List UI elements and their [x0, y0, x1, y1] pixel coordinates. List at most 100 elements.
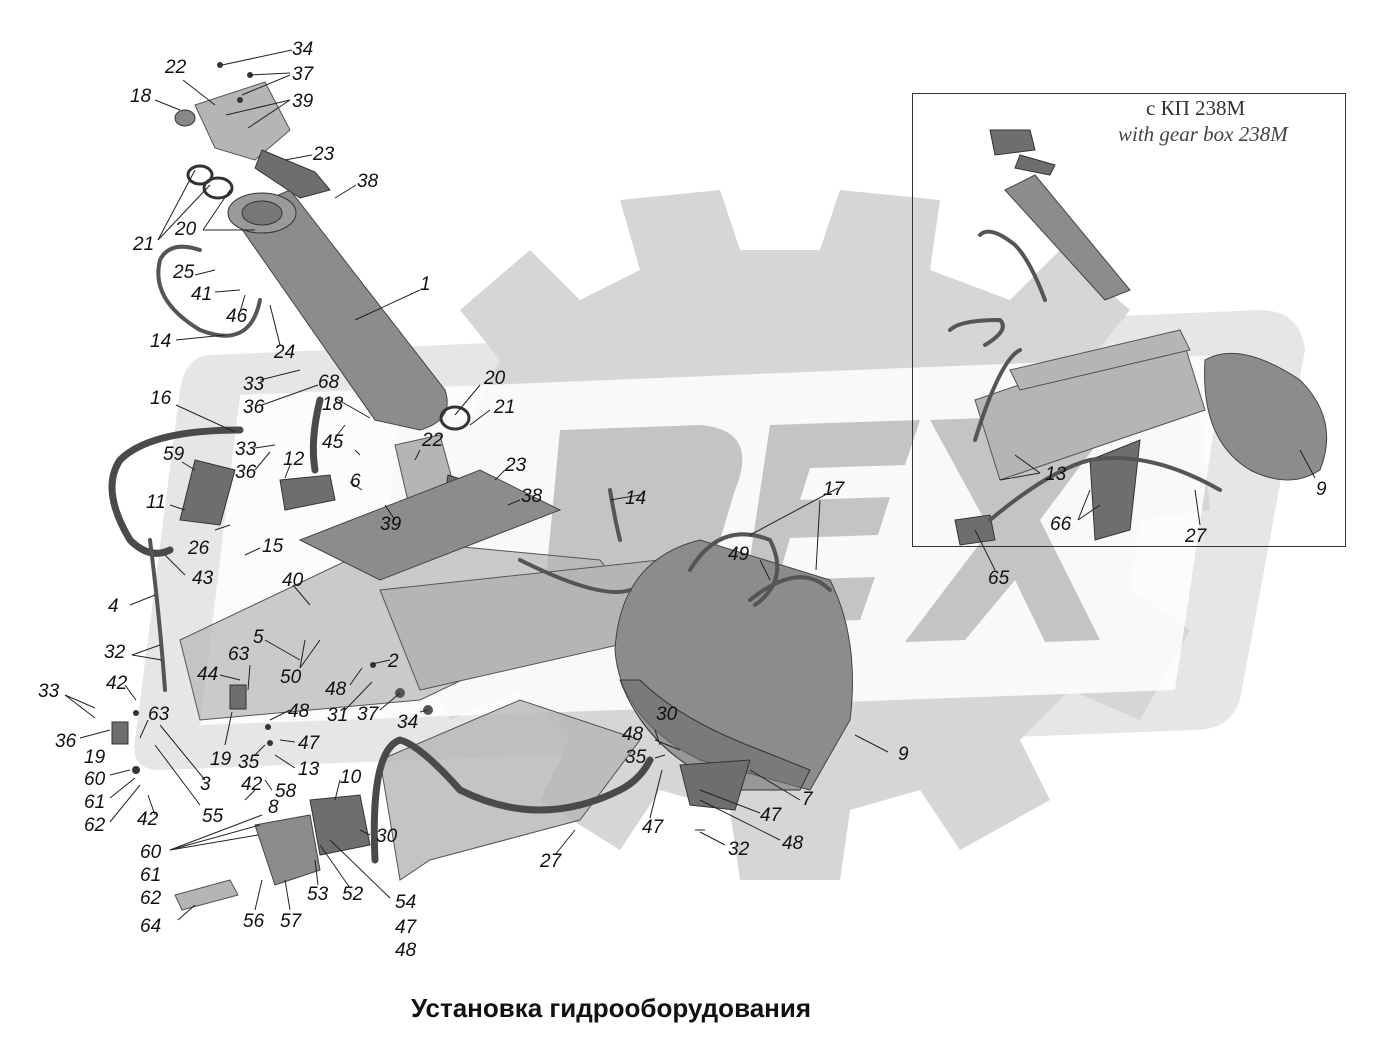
callout-label: 35 — [238, 752, 260, 773]
hydraulic-pump — [174, 794, 371, 911]
callout-label: 39 — [380, 514, 402, 535]
callout-label: 11 — [146, 492, 166, 513]
callout-label: 24 — [273, 342, 295, 363]
small-parts — [111, 62, 751, 831]
callout-label: 42 — [106, 673, 128, 694]
callout-label: 18 — [130, 86, 152, 107]
callout-label: 26 — [187, 538, 210, 559]
callout-label: 33 — [38, 681, 60, 702]
callout-label: 45 — [322, 432, 344, 453]
callout-label: 50 — [280, 667, 302, 688]
inset-title-en: with gear box 238M — [1118, 122, 1288, 146]
callout-label: 56 — [243, 911, 265, 932]
callout-label: 49 — [728, 544, 750, 565]
callout-label: 13 — [1045, 464, 1067, 485]
callout-label: 64 — [140, 916, 161, 937]
callout-label: 36 — [235, 462, 257, 483]
callout-label: 54 — [395, 892, 416, 913]
callout-label: 23 — [504, 455, 527, 476]
callout-label: 20 — [174, 219, 197, 240]
callout-label: 17 — [823, 479, 846, 500]
leader-lines — [64, 49, 1316, 921]
callout-label: 33 — [243, 374, 265, 395]
callout-label: 18 — [322, 394, 344, 415]
callout-label: 61 — [84, 792, 105, 813]
callout-label: 19 — [84, 747, 106, 768]
tank-straps — [688, 532, 832, 607]
callout-label: 9 — [1316, 479, 1327, 500]
callout-label: 9 — [898, 744, 909, 765]
inset-box — [912, 93, 1346, 547]
callout-label: 68 — [318, 372, 340, 393]
callout-numbers: 34 37 22 39 18 23 38 21 20 25 41 46 24 1… — [38, 39, 1327, 961]
callout-label: 37 — [292, 64, 315, 85]
callout-label: 14 — [625, 488, 646, 509]
callout-label: 65 — [988, 568, 1010, 589]
cylinder-top-mount — [174, 81, 331, 199]
callout-label: 46 — [226, 306, 248, 327]
callout-label: 55 — [202, 806, 224, 827]
chassis-frame — [179, 469, 661, 881]
callout-label: 20 — [483, 368, 506, 389]
callout-label: 32 — [728, 839, 750, 860]
callout-label: 2 — [387, 651, 399, 672]
callout-label: 52 — [342, 884, 364, 905]
callout-label: 36 — [243, 397, 265, 418]
callout-label: 48 — [288, 701, 310, 722]
callout-label: 47 — [395, 917, 418, 938]
callout-label: 5 — [253, 627, 264, 648]
callout-label: 7 — [802, 789, 814, 810]
callout-label: 40 — [282, 570, 304, 591]
diagram-caption: Установка гидрооборудования — [410, 993, 812, 1023]
callout-label: 62 — [84, 815, 106, 836]
callout-label: 8 — [268, 797, 279, 818]
callout-label: 22 — [421, 430, 444, 451]
callout-label: 30 — [376, 826, 398, 847]
callout-label: 1 — [420, 274, 431, 295]
callout-label: 47 — [642, 817, 665, 838]
callout-label: 23 — [312, 144, 335, 165]
callout-label: 44 — [197, 664, 218, 685]
callout-label: 10 — [340, 767, 362, 788]
callout-label: 35 — [625, 747, 647, 768]
inset-drawing — [948, 129, 1328, 546]
callout-label: 6 — [350, 471, 361, 492]
callout-label: 4 — [108, 596, 119, 617]
callout-label: 62 — [140, 888, 162, 909]
callout-label: 66 — [1050, 514, 1072, 535]
callout-label: 19 — [210, 749, 232, 770]
oil-tank — [614, 539, 853, 791]
callout-label: 47 — [760, 805, 783, 826]
inset-title-ru: с КП 238М — [1146, 96, 1246, 120]
callout-label: 53 — [307, 884, 329, 905]
callout-label: 16 — [150, 388, 172, 409]
callout-label: 48 — [622, 724, 644, 745]
callout-label: 57 — [280, 911, 303, 932]
callout-label: 34 — [397, 712, 418, 733]
callout-label: 32 — [104, 642, 126, 663]
callout-label: 37 — [357, 704, 380, 725]
callout-label: 63 — [228, 644, 250, 665]
callout-label: 14 — [150, 331, 171, 352]
callout-label: 15 — [262, 536, 284, 557]
hydraulic-cylinder — [186, 164, 448, 431]
callout-label: 25 — [172, 262, 195, 283]
callout-label: 33 — [235, 439, 257, 460]
callout-label: 48 — [395, 940, 417, 961]
hydraulic-hoses — [108, 244, 654, 864]
callout-label: 39 — [292, 91, 314, 112]
callout-label: 27 — [1184, 526, 1208, 547]
callout-label: 41 — [191, 284, 212, 305]
callout-label: 30 — [656, 704, 678, 725]
callout-label: 38 — [521, 486, 543, 507]
callout-label: 63 — [148, 704, 170, 725]
callout-label: 47 — [298, 733, 321, 754]
callout-label: 59 — [163, 444, 185, 465]
callout-label: 3 — [200, 774, 211, 795]
callout-label: 48 — [782, 833, 804, 854]
callout-label: 21 — [493, 397, 515, 418]
callout-label: 42 — [137, 809, 159, 830]
callout-label: 61 — [140, 865, 161, 886]
